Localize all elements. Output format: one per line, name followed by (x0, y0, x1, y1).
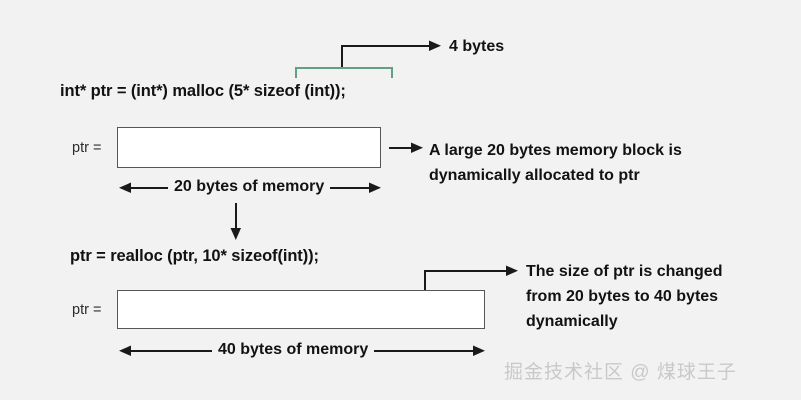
realloc-code-line: ptr = realloc (ptr, 10* sizeof(int)); (70, 247, 319, 265)
malloc-description: A large 20 bytes memory block is dynamic… (429, 138, 682, 188)
realloc-dimension-left-arrowhead (119, 345, 131, 356)
flow-arrowhead (230, 228, 241, 240)
malloc-description-arrowhead (411, 142, 423, 153)
realloc-pointer-label: ptr = (72, 302, 102, 318)
realloc-description-line1: The size of ptr is changed (526, 263, 723, 280)
flow-arrow-line (235, 203, 237, 231)
realloc-description-line3: dynamically (526, 313, 618, 330)
four-bytes-arrow-line (341, 45, 431, 47)
malloc-pointer-label: ptr = (72, 140, 102, 156)
realloc-callout-arrowhead (506, 265, 518, 276)
malloc-dimension-label: 20 bytes of memory (168, 178, 331, 196)
realloc-dimension-label: 40 bytes of memory (212, 341, 375, 359)
sizeof-bracket-top (295, 67, 393, 69)
watermark: 掘金技术社区 @ 煤球王子 (504, 362, 737, 383)
realloc-dimension-right-arrowhead (473, 345, 485, 356)
malloc-dimension-left-arrowhead (119, 182, 131, 193)
sizeof-bracket-right-tick (391, 67, 393, 78)
malloc-description-line1: A large 20 bytes memory block is (429, 142, 682, 159)
realloc-description: The size of ptr is changed from 20 bytes… (526, 259, 722, 334)
four-bytes-label: 4 bytes (449, 38, 505, 55)
malloc-memory-block (117, 127, 381, 168)
realloc-callout-riser-line (424, 270, 426, 291)
bracket-riser-line (341, 45, 343, 68)
malloc-dimension-right-arrowhead (369, 182, 381, 193)
four-bytes-arrowhead (429, 40, 441, 51)
realloc-memory-block (117, 290, 485, 329)
sizeof-bracket-left-tick (295, 67, 297, 78)
malloc-description-line2: dynamically allocated to ptr (429, 167, 640, 184)
malloc-code-line: int* ptr = (int*) malloc (5* sizeof (int… (60, 82, 346, 100)
malloc-description-arrow-line (389, 147, 413, 149)
realloc-callout-arrow-line (424, 270, 508, 272)
realloc-description-line2: from 20 bytes to 40 bytes (526, 288, 719, 305)
